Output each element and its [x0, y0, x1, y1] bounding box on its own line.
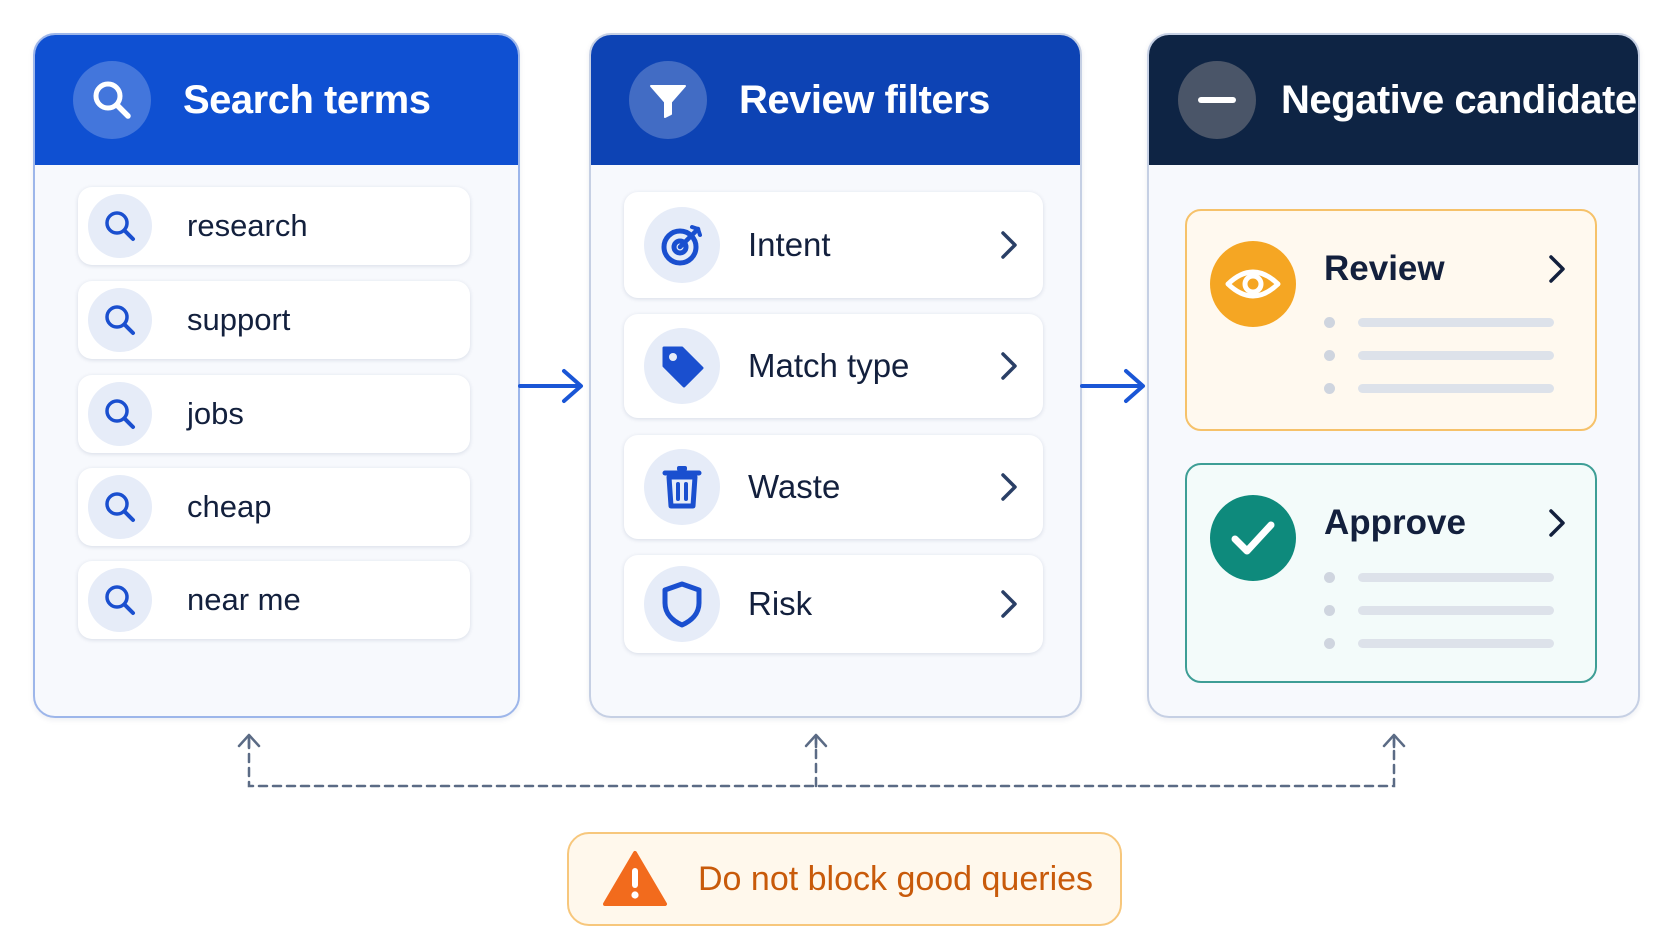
trash-icon — [644, 449, 720, 525]
negative-candidates-header: Negative candidates — [1149, 35, 1638, 165]
filter-item-intent[interactable]: Intent — [624, 192, 1043, 298]
filter-label: Waste — [748, 468, 841, 505]
chevron-right-icon[interactable] — [999, 350, 1019, 382]
search-term-label: cheap — [187, 489, 272, 524]
shield-icon — [644, 566, 720, 642]
approve-card[interactable]: Approve — [1185, 463, 1597, 683]
target-icon — [644, 207, 720, 283]
negative-candidates-panel: Negative candidates Review Approve — [1147, 33, 1640, 718]
review-card-label: Review — [1324, 249, 1445, 288]
placeholder-line — [1324, 349, 1554, 361]
search-icon — [73, 61, 151, 139]
review-card[interactable]: Review — [1185, 209, 1597, 431]
warning-callout: Do not block good queries — [567, 832, 1122, 926]
search-icon — [88, 382, 152, 446]
chevron-right-icon[interactable] — [1547, 507, 1567, 539]
filter-label: Risk — [748, 585, 813, 622]
chevron-right-icon[interactable] — [1547, 253, 1567, 285]
placeholder-line — [1324, 316, 1554, 328]
chevron-right-icon[interactable] — [999, 588, 1019, 620]
placeholder-line — [1324, 382, 1554, 394]
funnel-icon — [629, 61, 707, 139]
arrow-right-icon — [1080, 369, 1145, 403]
search-term-item[interactable]: near me — [78, 561, 470, 639]
placeholder-line — [1324, 571, 1554, 583]
warning-text: Do not block good queries — [698, 859, 1094, 898]
approve-card-label: Approve — [1324, 503, 1466, 542]
search-term-label: research — [187, 208, 308, 243]
search-icon — [88, 475, 152, 539]
search-icon — [88, 568, 152, 632]
search-terms-title: Search terms — [183, 77, 431, 122]
search-term-item[interactable]: cheap — [78, 468, 470, 546]
search-term-item[interactable]: research — [78, 187, 470, 265]
search-term-label: support — [187, 302, 291, 337]
chevron-right-icon[interactable] — [999, 471, 1019, 503]
placeholder-line — [1324, 604, 1554, 616]
check-icon — [1210, 495, 1296, 581]
filter-item-waste[interactable]: Waste — [624, 435, 1043, 539]
search-icon — [88, 288, 152, 352]
search-term-item[interactable]: jobs — [78, 375, 470, 453]
negative-candidates-title: Negative candidates — [1281, 77, 1640, 122]
filter-label: Match type — [748, 347, 910, 384]
search-term-label: jobs — [187, 396, 244, 431]
review-filters-header: Review filters — [591, 35, 1080, 165]
filter-item-risk[interactable]: Risk — [624, 555, 1043, 653]
tag-icon — [644, 328, 720, 404]
search-terms-header: Search terms — [35, 35, 518, 165]
eye-icon — [1210, 241, 1296, 327]
warning-icon — [602, 850, 668, 908]
search-terms-panel: Search terms research support jobs cheap nea… — [33, 33, 520, 718]
filter-item-match-type[interactable]: Match type — [624, 314, 1043, 418]
placeholder-line — [1324, 637, 1554, 649]
arrow-right-icon — [518, 369, 583, 403]
filter-label: Intent — [748, 226, 831, 263]
chevron-right-icon[interactable] — [999, 229, 1019, 261]
search-term-item[interactable]: support — [78, 281, 470, 359]
minus-icon — [1178, 61, 1256, 139]
review-filters-title: Review filters — [739, 77, 990, 122]
search-term-label: near me — [187, 582, 301, 617]
search-icon — [88, 194, 152, 258]
